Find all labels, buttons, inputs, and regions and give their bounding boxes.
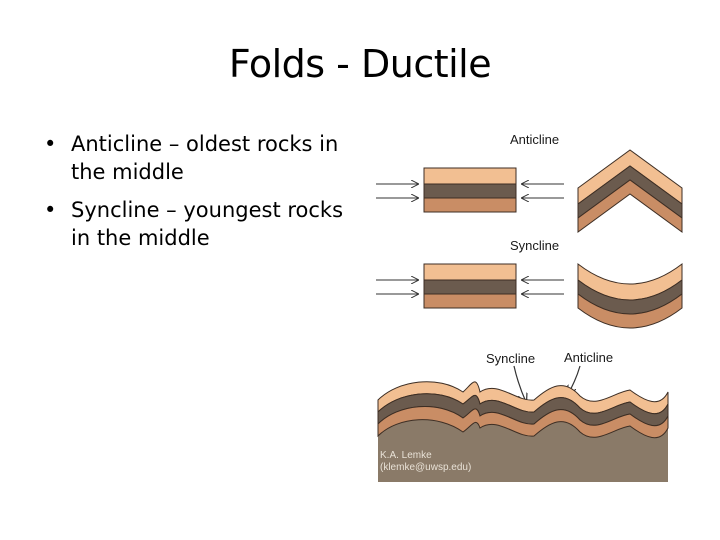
bullet-text: Syncline – youngest rocks in the middle (71, 198, 344, 250)
label-anticline-bottom: Anticline (564, 350, 613, 365)
label-syncline-bottom: Syncline (486, 351, 535, 366)
syncline-fold (577, 262, 683, 329)
anticline-fold (577, 149, 683, 233)
folded-landscape: K.A. Lemke (klemke@uwsp.edu) (377, 381, 669, 482)
compression-arrows-top (376, 184, 564, 198)
fold-diagram: Anticline Syncline Syncline Anticline (376, 132, 683, 482)
bullet-item-anticline: • Anticline – oldest rocks in the middle (40, 130, 350, 186)
bullet-list: • Anticline – oldest rocks in the middle… (40, 130, 350, 262)
bullet-text: Anticline – oldest rocks in the middle (71, 132, 339, 184)
credit-name: K.A. Lemke (380, 450, 432, 461)
label-anticline-top: Anticline (510, 132, 559, 147)
flat-strata-top (423, 167, 517, 213)
flat-strata-mid (423, 263, 517, 309)
label-syncline-mid: Syncline (510, 238, 559, 253)
slide-title: Folds - Ductile (228, 42, 492, 86)
credit-email: (klemke@uwsp.edu) (380, 462, 471, 473)
bullet-item-syncline: • Syncline – youngest rocks in the middl… (40, 196, 350, 252)
bullet-marker: • (44, 132, 57, 156)
compression-arrows-mid (376, 280, 564, 294)
bullet-marker: • (44, 198, 57, 222)
